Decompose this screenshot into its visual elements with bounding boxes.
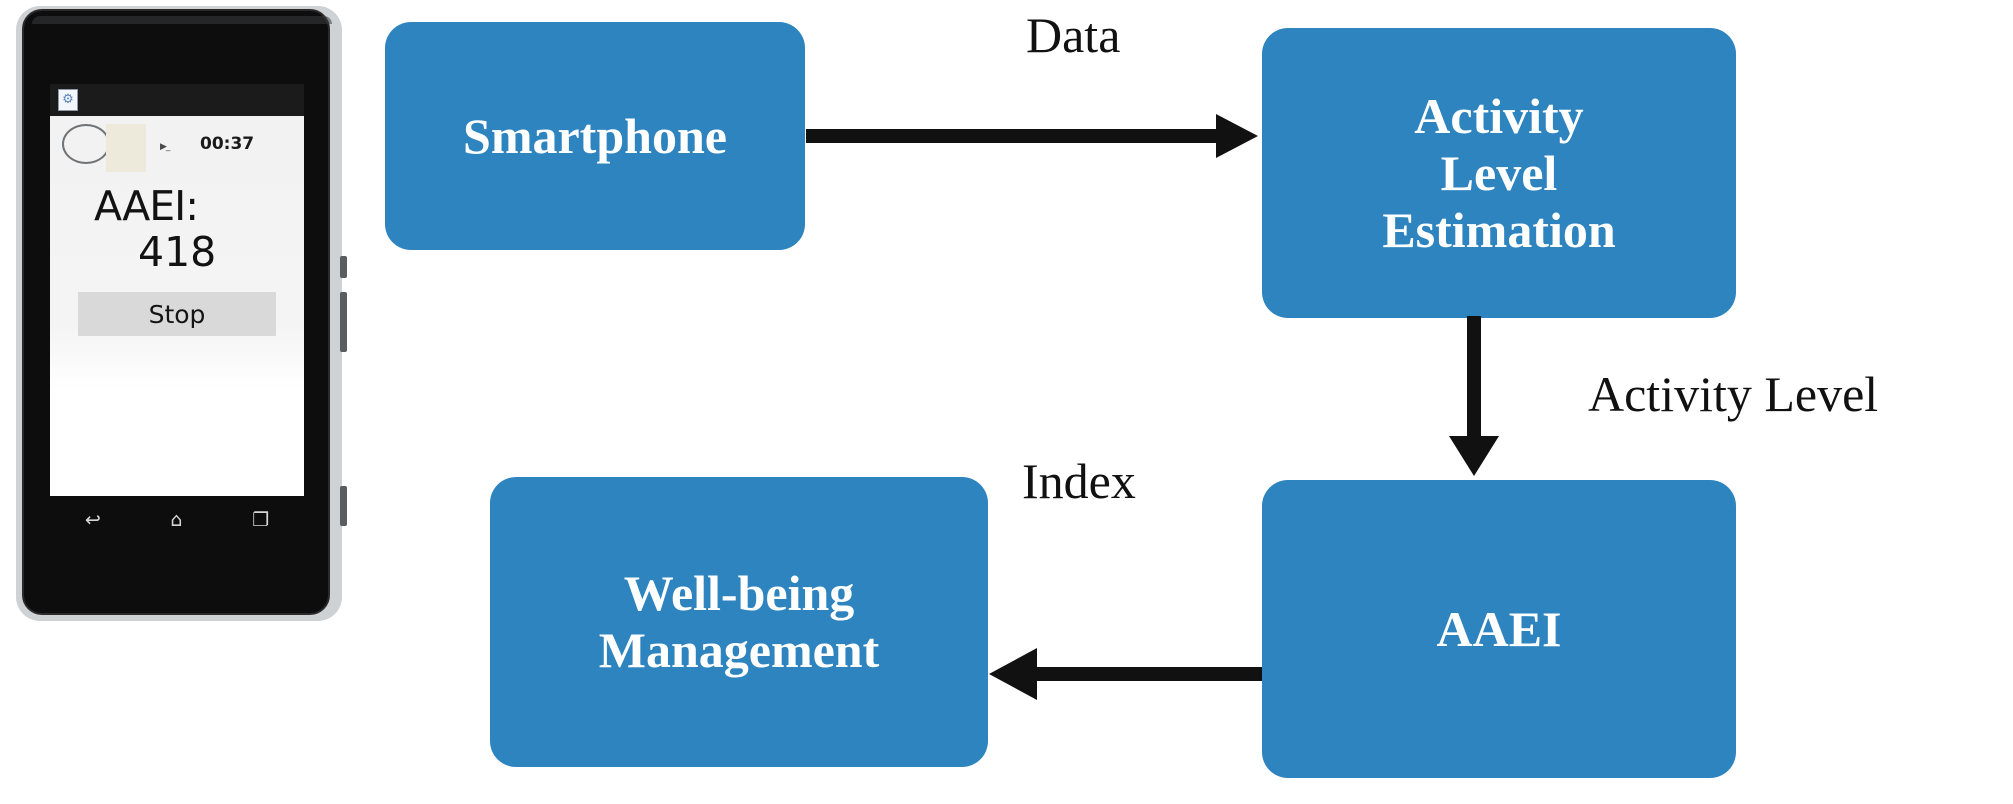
node-aaei: AAEI [1262, 480, 1736, 778]
app-title-bar: ⚙ [50, 84, 304, 116]
node-activity-level-estimation: Activity Level Estimation [1262, 28, 1736, 318]
phone-side-button-bottom[interactable] [340, 486, 347, 526]
elapsed-timer: 00:37 [200, 134, 255, 154]
arrow-head-right-icon [1216, 114, 1258, 158]
aaei-value: 418 [138, 228, 217, 276]
highlight-field [106, 124, 146, 172]
android-navigation-bar: ↩ ⌂ ❐ [50, 496, 304, 544]
phone-bezel-highlight [32, 16, 332, 24]
app-content-area: ▶_ 00:37 AAEI: 418 Stop [50, 116, 304, 496]
phone-side-button-top[interactable] [340, 256, 347, 278]
home-icon[interactable]: ⌂ [170, 508, 183, 531]
app-launcher-icon: ⚙ [58, 89, 78, 111]
app-status-row: ▶_ 00:37 [50, 116, 304, 178]
stop-button[interactable]: Stop [78, 292, 276, 336]
smartphone-mockup: ⚙ ▶_ 00:37 AAEI: 418 Stop ↩ ⌂ ❐ [16, 6, 347, 621]
node-smartphone: Smartphone [385, 22, 805, 250]
app-icon-glyph: ⚙ [62, 92, 74, 107]
recents-icon[interactable]: ❐ [252, 508, 270, 531]
node-well-being-management: Well-being Management [490, 477, 988, 767]
arrow-shaft [1035, 667, 1267, 681]
arrow-head-left-icon [989, 648, 1037, 700]
back-icon[interactable]: ↩ [84, 508, 101, 531]
phone-screen: ⚙ ▶_ 00:37 AAEI: 418 Stop [50, 84, 304, 496]
play-marker-icon: ▶_ [160, 142, 170, 152]
arrow-shaft [1467, 316, 1481, 440]
aaei-label: AAEI: [94, 182, 199, 230]
edge-label-activity-level: Activity Level [1588, 366, 1879, 422]
arrow-head-down-icon [1449, 436, 1499, 476]
progress-ring-icon [62, 124, 110, 164]
arrow-shaft [806, 129, 1218, 143]
edge-label-index: Index [1022, 453, 1136, 509]
phone-side-button-power[interactable] [340, 292, 347, 352]
edge-label-data: Data [1026, 7, 1121, 63]
